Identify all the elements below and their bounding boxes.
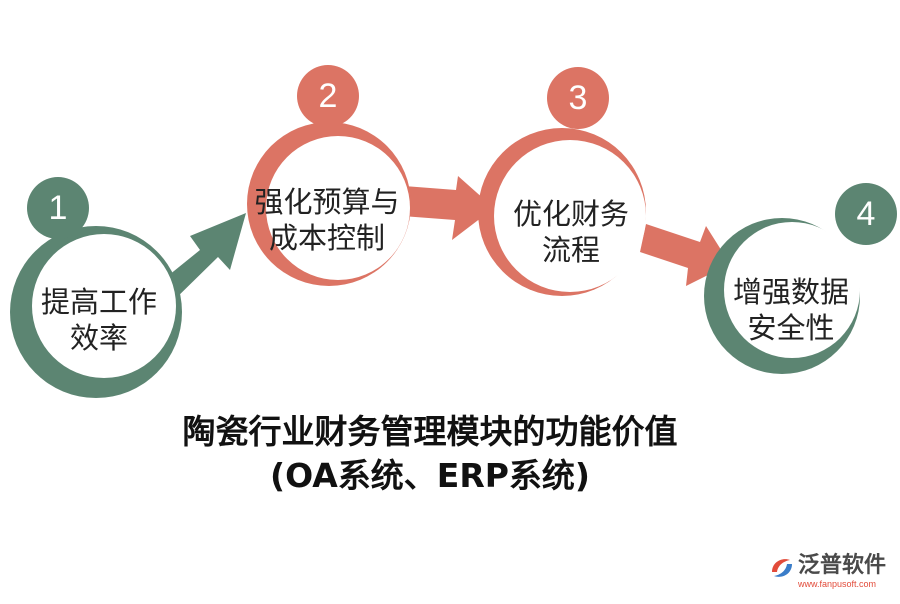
fanpu-logo: 泛普软件 www.fanpusoft.com <box>768 552 896 596</box>
step-2-label: 强化预算与 成本控制 <box>232 184 422 256</box>
arrow-3-to-4 <box>640 224 730 286</box>
fanpu-logo-name: 泛普软件 <box>798 553 887 578</box>
fanpu-logo-icon <box>772 559 792 577</box>
step-4-label: 增强数据 安全性 <box>706 274 876 346</box>
step-3-inner <box>494 140 646 292</box>
step-2-label-line2: 成本控制 <box>268 221 385 255</box>
step-4-number: 4 <box>856 195 876 233</box>
diagram-title-line2: (OA系统、ERP系统) <box>269 456 590 495</box>
step-1-badge <box>27 177 89 239</box>
step-3-number: 3 <box>568 79 588 117</box>
step-2-badge <box>297 65 359 127</box>
diagram-title: 陶瓷行业财务管理模块的功能价值 (OA系统、ERP系统) <box>120 410 740 498</box>
step-1-label: 提高工作 效率 <box>14 284 184 356</box>
step-3-label-line1: 优化财务 <box>512 197 629 231</box>
step-2-label-line1: 强化预算与 <box>254 185 400 219</box>
step-2-inner <box>266 136 410 280</box>
step-3-label: 优化财务 流程 <box>486 196 656 268</box>
step-1-inner <box>32 234 176 378</box>
step-1-number: 1 <box>48 189 68 227</box>
fanpu-logo-url: www.fanpusoft.com <box>798 579 877 589</box>
step-1-label-line1: 提高工作 <box>40 285 157 319</box>
diagram-title-line1: 陶瓷行业财务管理模块的功能价值 <box>182 412 678 451</box>
step-1-label-line2: 效率 <box>69 321 128 355</box>
step-2-number: 2 <box>318 77 338 115</box>
arrow-2-to-3 <box>402 176 494 240</box>
step-4-inner <box>724 222 860 358</box>
step-4-label-line2: 安全性 <box>747 311 835 345</box>
step-4-label-line1: 增强数据 <box>732 275 849 309</box>
step-3-label-line2: 流程 <box>541 233 600 267</box>
step-4-badge <box>835 183 897 245</box>
step-3-badge <box>547 67 609 129</box>
